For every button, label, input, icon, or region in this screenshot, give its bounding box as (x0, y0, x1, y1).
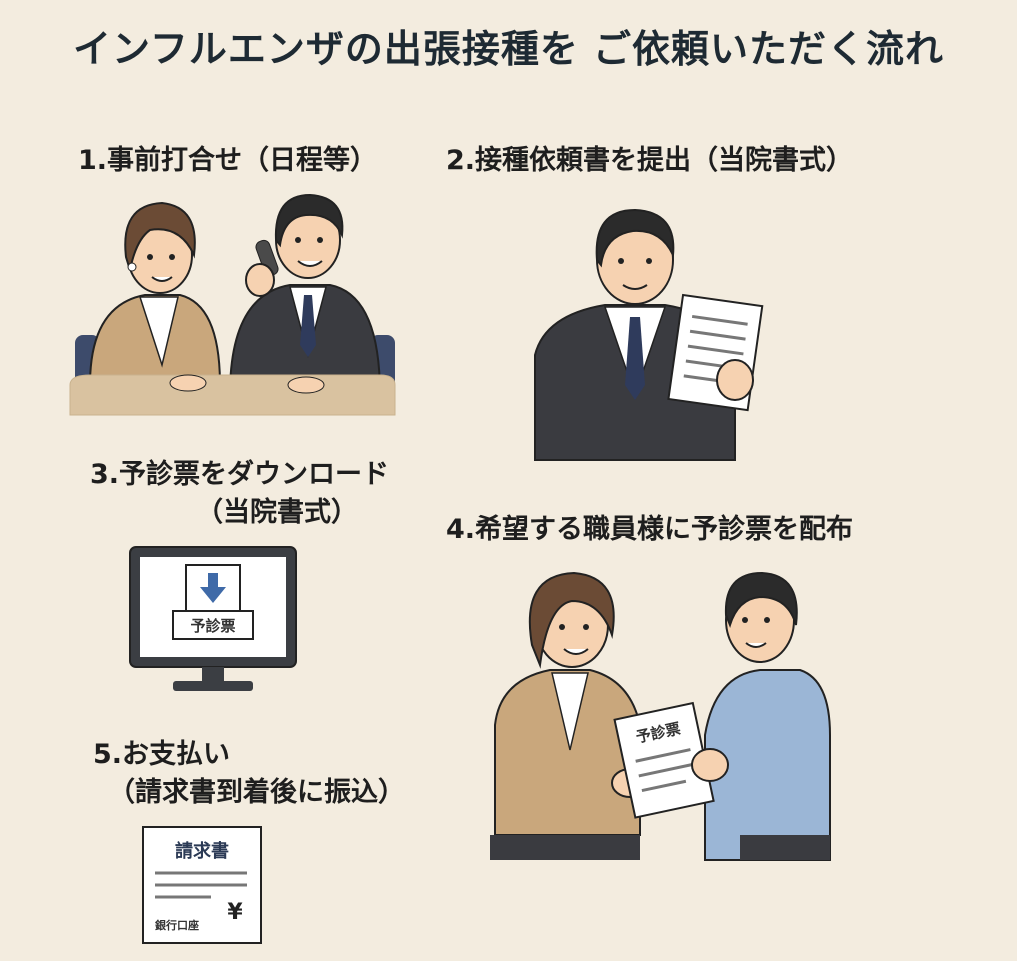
step-3-label: 3.予診票をダウンロード (90, 459, 390, 490)
monitor-doc-label: 予診票 (190, 617, 235, 635)
meeting-illustration (69, 193, 396, 416)
page-title: インフルエンザの出張接種を ご依頼いただく流れ (72, 27, 945, 71)
invoice-title: 請求書 (175, 840, 229, 862)
step-2-label: 2.接種依頼書を提出（当院書式） (446, 145, 854, 176)
download-monitor-illustration: 予診票 (129, 546, 297, 691)
submit-document-illustration (534, 208, 764, 461)
invoice-illustration: 請求書 ¥ 銀行口座 (142, 826, 262, 944)
step-5-sublabel: （請求書到着後に振込） (108, 777, 405, 808)
distribute-form-illustration: 予診票 (490, 571, 831, 861)
step-4-label: 4.希望する職員様に予診票を配布 (446, 514, 854, 545)
step-3-sublabel: （当院書式） (196, 497, 358, 528)
bank-account-label: 銀行口座 (155, 918, 199, 932)
step-5-label: 5.お支払い (93, 739, 231, 770)
yen-icon: ¥ (227, 900, 243, 925)
step-1-label: 1.事前打合せ（日程等） (78, 145, 378, 176)
